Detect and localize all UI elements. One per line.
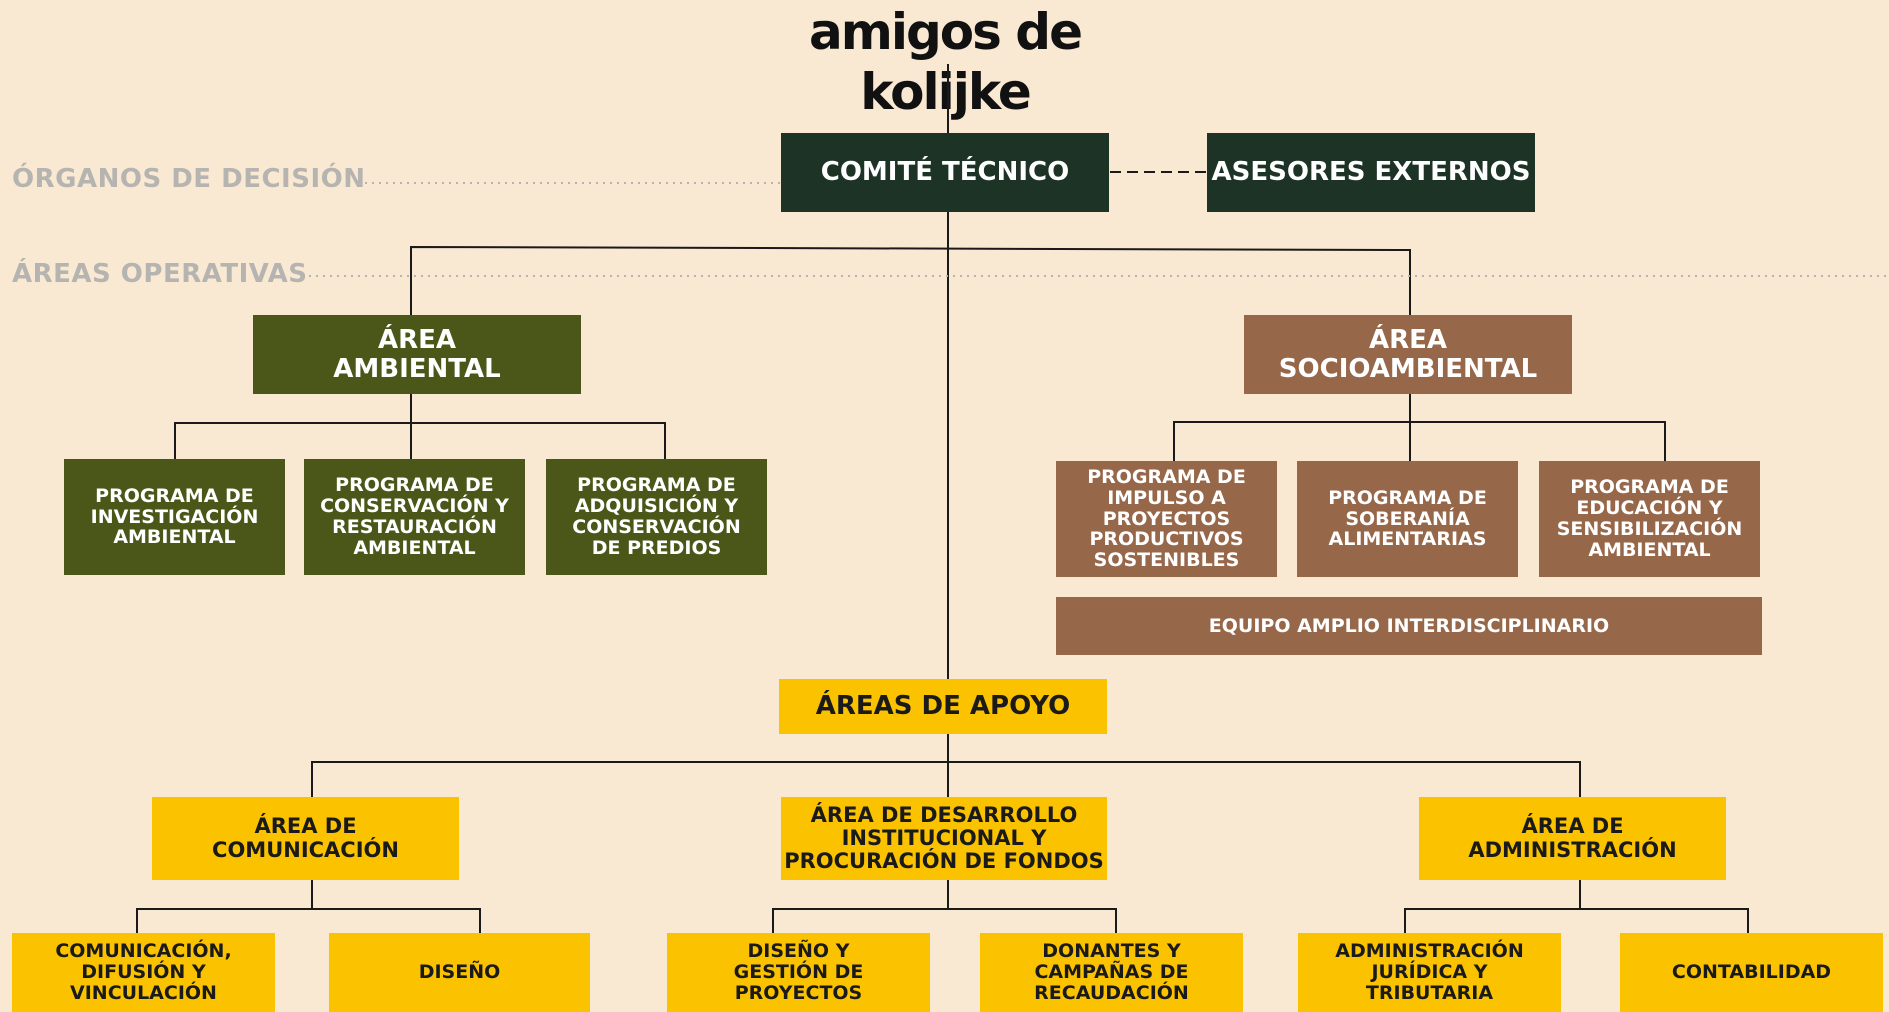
programa-conservacion-box: PROGRAMA DE CONSERVACIÓN Y RESTAURACIÓN …: [304, 459, 525, 575]
contabilidad-box: CONTABILIDAD: [1620, 933, 1883, 1012]
operative-level-label: ÁREAS OPERATIVAS: [12, 259, 308, 289]
administracion-juridica-box: ADMINISTRACIÓN JURÍDICA Y TRIBUTARIA: [1298, 933, 1561, 1012]
area-comunicacion-box: ÁREA DE COMUNICACIÓN: [152, 797, 459, 880]
comunicacion-difusion-box: COMUNICACIÓN, DIFUSIÓN Y VINCULACIÓN: [12, 933, 275, 1012]
areas-de-apoyo-box: ÁREAS DE APOYO: [779, 679, 1107, 734]
donantes-box: DONANTES Y CAMPAÑAS DE RECAUDACIÓN: [980, 933, 1243, 1012]
programa-investigacion-box: PROGRAMA DE INVESTIGACIÓN AMBIENTAL: [64, 459, 285, 575]
programa-soberania-box: PROGRAMA DE SOBERANÍA ALIMENTARIAS: [1297, 461, 1518, 577]
programa-impulso-box: PROGRAMA DE IMPULSO A PROYECTOS PRODUCTI…: [1056, 461, 1277, 577]
diseno-gestion-box: DISEÑO Y GESTIÓN DE PROYECTOS: [667, 933, 930, 1012]
area-desarrollo-box: ÁREA DE DESARROLLO INSTITUCIONAL Y PROCU…: [781, 797, 1107, 880]
diseno-box: DISEÑO: [329, 933, 590, 1012]
programa-educacion-box: PROGRAMA DE EDUCACIÓN Y SENSIBILIZACIÓN …: [1539, 461, 1760, 577]
area-ambiental-box: ÁREA AMBIENTAL: [253, 315, 581, 394]
area-socioambiental-box: ÁREA SOCIOAMBIENTAL: [1244, 315, 1572, 394]
equipo-interdisciplinario-box: EQUIPO AMPLIO INTERDISCIPLINARIO: [1056, 597, 1762, 655]
asesores-externos-box: ASESORES EXTERNOS: [1207, 133, 1535, 212]
comite-tecnico-box: COMITÉ TÉCNICO: [781, 133, 1109, 212]
area-administracion-box: ÁREA DE ADMINISTRACIÓN: [1419, 797, 1726, 880]
decision-level-label: ÓRGANOS DE DECISIÓN: [12, 164, 366, 194]
organization-logo: amigos de kolijke: [809, 3, 1083, 121]
programa-adquisicion-box: PROGRAMA DE ADQUISICIÓN Y CONSERVACIÓN D…: [546, 459, 767, 575]
